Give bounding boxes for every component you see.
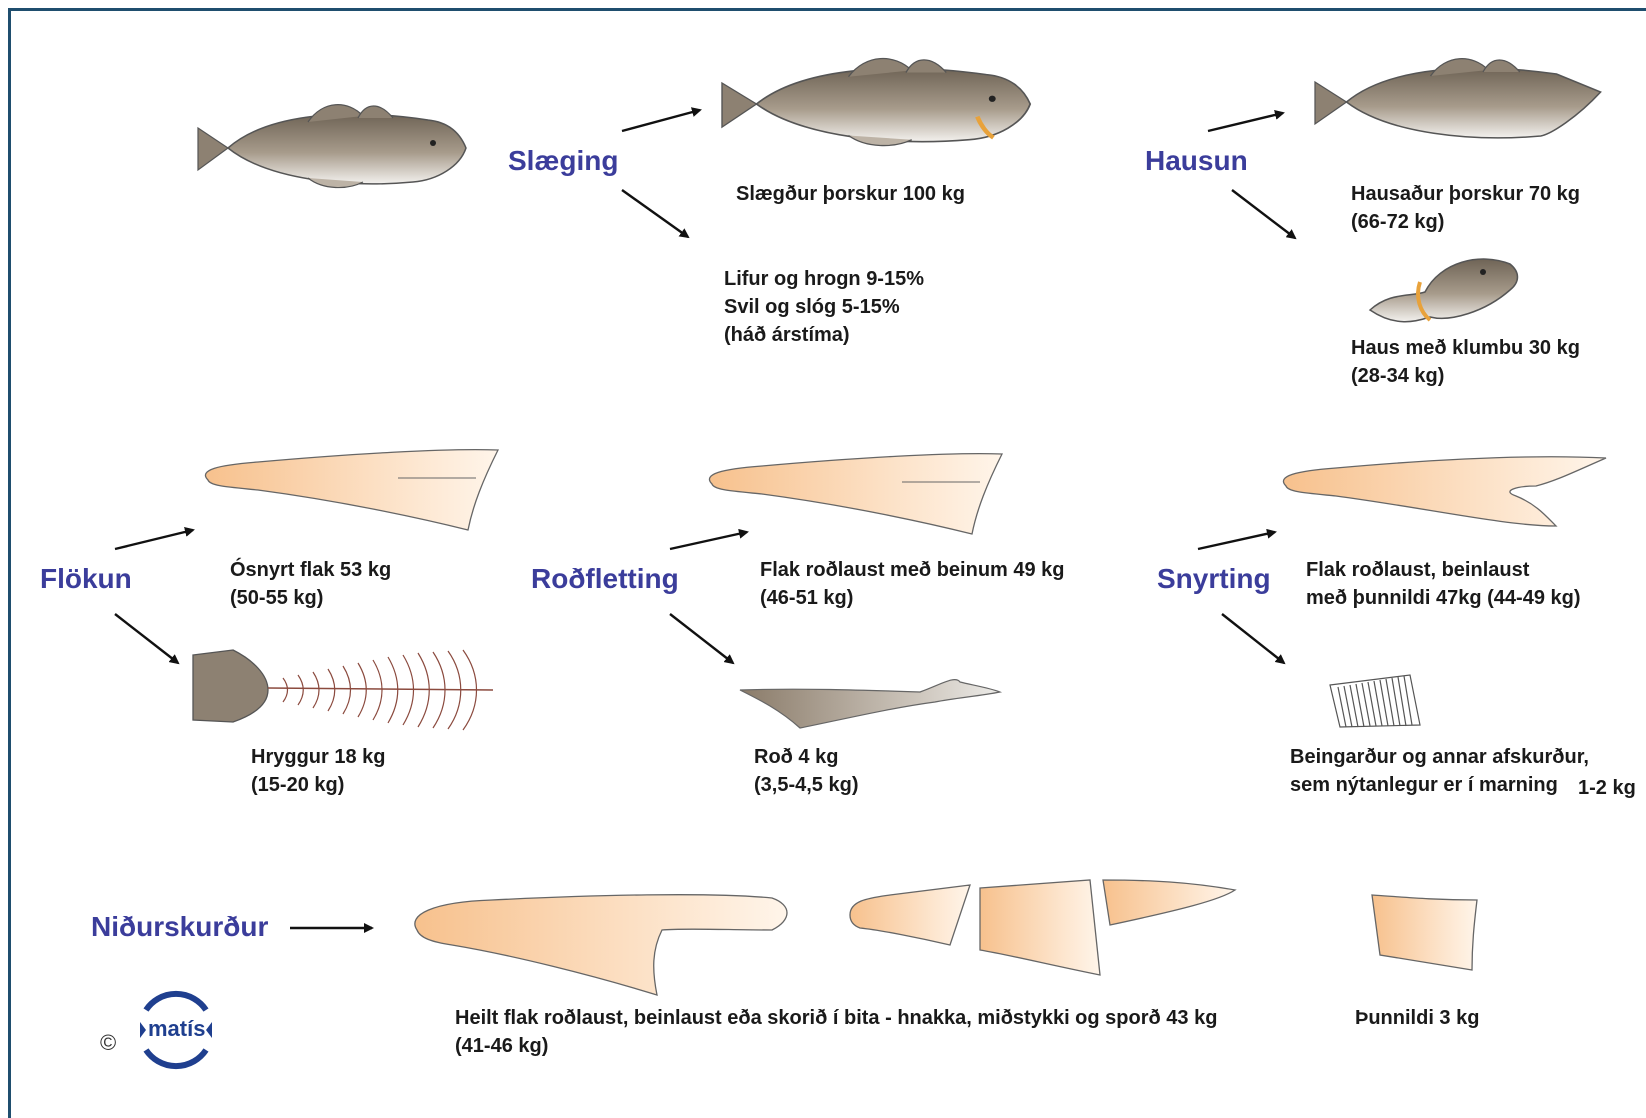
label-line: Svil og slóg 5-15% [724, 293, 924, 321]
label-hausadur: Hausaður þorskur 70 kg (66-72 kg) [1351, 180, 1580, 236]
label-line: Haus með klumbu 30 kg [1351, 334, 1580, 362]
label-line: Ósnyrt flak 53 kg [230, 556, 391, 584]
label-rod: Roð 4 kg (3,5-4,5 kg) [754, 743, 858, 799]
label-line: Flak roðlaust, beinlaust [1306, 556, 1581, 584]
trim-bones-drawing [1330, 675, 1420, 727]
label-line: (66-72 kg) [1351, 208, 1580, 236]
matis-logo-text: matís [148, 1016, 205, 1042]
belly-flap-drawing [1372, 895, 1477, 970]
arrow-hausun-down [1232, 190, 1295, 238]
step-flokun: Flökun [40, 563, 132, 595]
headless-cod-drawing [1315, 59, 1601, 138]
label-line: (46-51 kg) [760, 584, 1065, 612]
label-line: Lifur og hrogn 9-15% [724, 265, 924, 293]
label-line: Flak roðlaust með beinum 49 kg [760, 556, 1065, 584]
label-line: Þunnildi 3 kg [1355, 1004, 1479, 1032]
label-line: (41-46 kg) [455, 1032, 1217, 1060]
arrow-snyrting-down [1222, 614, 1284, 663]
step-rodfletting: Roðfletting [531, 563, 679, 595]
untrimmed-fillet-drawing [205, 450, 498, 530]
label-beingardur: Beingarður og annar afskurður, sem nýtan… [1290, 743, 1589, 799]
whole-fillet-drawing [415, 895, 787, 995]
arrow-snyrting-up [1198, 532, 1275, 549]
loin-pieces-drawing [850, 880, 1235, 975]
cod-head-drawing [1370, 259, 1518, 322]
skinless-fillet-drawing [709, 454, 1002, 534]
label-osnyrt: Ósnyrt flak 53 kg (50-55 kg) [230, 556, 391, 612]
label-line: (háð árstíma) [724, 321, 924, 349]
arrow-rodfletting-up [670, 532, 747, 549]
arrow-flokun-down [115, 614, 178, 663]
label-flak-beinlaust: Flak roðlaust, beinlaust með þunnildi 47… [1306, 556, 1581, 612]
label-line: (28-34 kg) [1351, 362, 1580, 390]
label-line: Hausaður þorskur 70 kg [1351, 180, 1580, 208]
boneless-fillet-drawing [1283, 457, 1606, 526]
label-slaegdur: Slægður þorskur 100 kg [736, 180, 965, 208]
label-line: með þunnildi 47kg (44-49 kg) [1306, 584, 1581, 612]
label-beingardur-kg: 1-2 kg [1578, 774, 1636, 802]
gutted-cod-drawing [722, 58, 1030, 145]
label-haus: Haus með klumbu 30 kg (28-34 kg) [1351, 334, 1580, 390]
step-nidurskurdur: Niðurskurður [91, 911, 268, 943]
label-heilt-flak: Heilt flak roðlaust, beinlaust eða skori… [455, 1004, 1217, 1060]
label-line: (3,5-4,5 kg) [754, 771, 858, 799]
label-lifur: Lifur og hrogn 9-15% Svil og slóg 5-15% … [724, 265, 924, 349]
label-line: (15-20 kg) [251, 771, 385, 799]
label-thunnildi: Þunnildi 3 kg [1355, 1004, 1479, 1032]
label-line: Heilt flak roðlaust, beinlaust eða skori… [455, 1004, 1217, 1032]
label-line: Hryggur 18 kg [251, 743, 385, 771]
label-line: Beingarður og annar afskurður, [1290, 743, 1589, 771]
arrow-slaeging-up [622, 110, 700, 131]
label-line: (50-55 kg) [230, 584, 391, 612]
step-snyrting: Snyrting [1157, 563, 1271, 595]
step-slaeging: Slæging [508, 145, 618, 177]
label-flak-med-beinum: Flak roðlaust með beinum 49 kg (46-51 kg… [760, 556, 1065, 612]
whole-cod-drawing [198, 105, 466, 188]
copyright-symbol: © [100, 1030, 116, 1056]
label-hryggur: Hryggur 18 kg (15-20 kg) [251, 743, 385, 799]
label-line: sem nýtanlegur er í marning [1290, 771, 1589, 799]
step-hausun: Hausun [1145, 145, 1248, 177]
skin-drawing [740, 680, 1000, 728]
backbone-drawing [193, 650, 493, 730]
arrow-hausun-up [1208, 113, 1283, 131]
arrow-slaeging-down [622, 190, 688, 237]
label-line: Roð 4 kg [754, 743, 858, 771]
arrow-flokun-up [115, 530, 193, 549]
arrow-rodfletting-down [670, 614, 733, 663]
label-line: Slægður þorskur 100 kg [736, 180, 965, 208]
